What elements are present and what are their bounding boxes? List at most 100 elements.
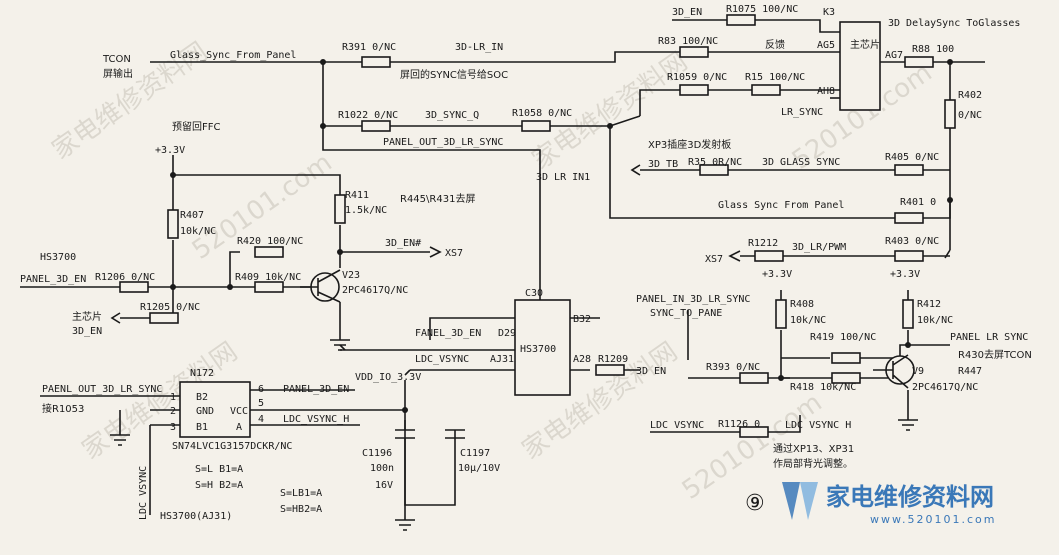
b32-label: B32 (573, 314, 591, 325)
xp-note-1: 通过XP13、XP31 (773, 442, 854, 455)
pin-5-label: 5 (258, 398, 264, 409)
3d-glass-sync-label: 3D GLASS SYNC (762, 157, 840, 168)
paenl-out-label: PAENL_OUT_3D_LR_SYNC (42, 384, 162, 395)
feedback-label: 反馈 (765, 38, 785, 51)
3d-lr-in1-label: 3D LR IN1 (536, 172, 590, 183)
sync-to-pane-label: SYNC_TO_PANE (650, 308, 722, 319)
panel-lr-sync-label: PANEL LR SYNC (950, 332, 1028, 343)
3d-sync-q-label: 3D_SYNC_Q (425, 110, 479, 121)
r401-label: R401 0 (900, 197, 936, 208)
3d-en-top-label: 3D_EN (672, 7, 702, 18)
r447-label: R447 (958, 366, 982, 377)
c1196-voltage: 16V (375, 480, 393, 491)
ag7-label: AG7 (885, 50, 903, 61)
r391-label: R391 0/NC (342, 42, 396, 53)
arrow-markers (110, 246, 741, 376)
glass-sync-from-panel-label: Glass_Sync_From_Panel (170, 50, 296, 61)
v33-b-label: +3.3V (762, 269, 792, 280)
r409-label: R409 10k/NC (235, 272, 301, 283)
labels: TCON 屏输出 Glass_Sync_From_Panel R391 0/NC… (20, 4, 1032, 522)
pin-vcc-label: VCC (230, 406, 248, 417)
s-h-label: S=H B2=A (195, 480, 243, 491)
pin-3-label: 3 (170, 422, 176, 433)
logo-url: www.520101.com (870, 513, 996, 526)
ah8-label: AH8 (817, 86, 835, 97)
ldc-vsync-vertical-label: LDC VSYNC (138, 466, 149, 520)
ldc-vsync-b-label: LDC VSYNC (650, 420, 704, 431)
xs7-a-label: XS7 (445, 248, 463, 259)
pin-1-label: 1 (170, 392, 176, 403)
c1197-value: 10μ/10V (458, 463, 500, 474)
3d-tb-label: 3D TB (648, 159, 678, 170)
v33-a-label: +3.3V (155, 145, 185, 156)
delaysync-label: 3D DelaySync ToGlasses (888, 18, 1020, 29)
r430-note: R430去屏TCON (958, 349, 1032, 361)
3d-lr-pwm-label: 3D_LR/PWM (792, 242, 846, 253)
r1022-label: R1022 0/NC (338, 110, 398, 121)
v9-part-label: 2PC4617Q/NC (912, 382, 978, 393)
r407-value: 10k/NC (180, 226, 216, 237)
pin-2-label: 2 (170, 406, 176, 417)
r1205-label: R1205 0/NC (140, 302, 200, 313)
r411-label: R411 (345, 190, 369, 201)
figure-number: ⑨ (745, 491, 765, 516)
panel-in-3d-lr-sync-label: PANEL_IN_3D_LR_SYNC (636, 294, 750, 305)
r83-label: R83 100/NC (658, 36, 718, 47)
hs3700-aj31-label: HS3700(AJ31) (160, 511, 232, 522)
panel-3d-en-label: PANEL_3D_EN (20, 274, 86, 285)
logo-text: 家电维修资料网 (826, 483, 994, 511)
logo-mark-icon (782, 482, 800, 520)
r411-value: 1.5k/NC (345, 205, 387, 216)
r1206-label: R1206 0/NC (95, 272, 155, 283)
r402-value: 0/NC (958, 110, 982, 121)
ground-symbols (110, 339, 918, 531)
reserve-ffc-label: 预留回FFC (172, 120, 221, 133)
c1196-label: C1196 (362, 448, 392, 459)
v33-c-label: +3.3V (890, 269, 920, 280)
k3-label: K3 (823, 7, 835, 18)
s-l-label: S=L B1=A (195, 464, 243, 475)
r445-note: R445\R431去屏 (400, 193, 475, 205)
pin-6-label: 6 (258, 384, 264, 395)
ag5-label: AG5 (817, 40, 835, 51)
aj31-label: AJ31 (490, 354, 514, 365)
sn74-label: SN74LVC1G3157DCKR/NC (172, 441, 292, 452)
a28-label: A28 (573, 354, 591, 365)
jie-r1053-label: 接R1053 (42, 402, 84, 415)
r88-label: R88 100 (912, 44, 954, 55)
v23-label: V23 (342, 270, 360, 281)
site-logo: 家电维修资料网 www.520101.com (782, 482, 996, 526)
r418-label: R418 10k/NC (790, 382, 856, 393)
r408-label: R408 (790, 299, 814, 310)
pin-4-label: 4 (258, 414, 264, 425)
d29-label: D29 (498, 328, 516, 339)
3d-lr-in-label: 3D-LR_IN (455, 42, 503, 53)
r1126-label: R1126 0 (718, 419, 760, 430)
r405-label: R405 0/NC (885, 152, 939, 163)
main-chip-box (839, 21, 881, 111)
pin-a-label: A (236, 422, 242, 433)
hs3700-chip-box (514, 299, 571, 396)
pin-gnd-label: GND (196, 406, 214, 417)
junction-dots (170, 59, 953, 413)
hs3700-chip-label: HS3700 (520, 344, 556, 355)
chips (179, 21, 881, 438)
xp-note-2: 作局部背光调整。 (773, 457, 853, 470)
main-chip-label-2: 主芯片 (72, 310, 102, 323)
c30-label: C30 (525, 288, 543, 299)
tcon-label: TCON (102, 54, 131, 65)
ldc-vsync-label: LDC_VSYNC (415, 354, 469, 365)
3d-en-left-label: 3D_EN (72, 326, 102, 337)
c1197-label: C1197 (460, 448, 490, 459)
wires (20, 19, 985, 515)
n172-chip-box (179, 381, 251, 438)
r412-label: R412 (917, 299, 941, 310)
s-lb-label: S=LB1=A (280, 488, 322, 499)
fanel-3d-en-label: FANEL_3D_EN (415, 328, 481, 339)
panel-out-3d-lr-sync-label: PANEL_OUT_3D_LR_SYNC (383, 137, 503, 148)
r35-label: R35 0R/NC (688, 157, 742, 168)
v23-part-label: 2PC4617Q/NC (342, 285, 408, 296)
capacitors (395, 429, 465, 505)
r407-label: R407 (180, 210, 204, 221)
main-chip-label-1: 主芯片 (850, 38, 880, 51)
